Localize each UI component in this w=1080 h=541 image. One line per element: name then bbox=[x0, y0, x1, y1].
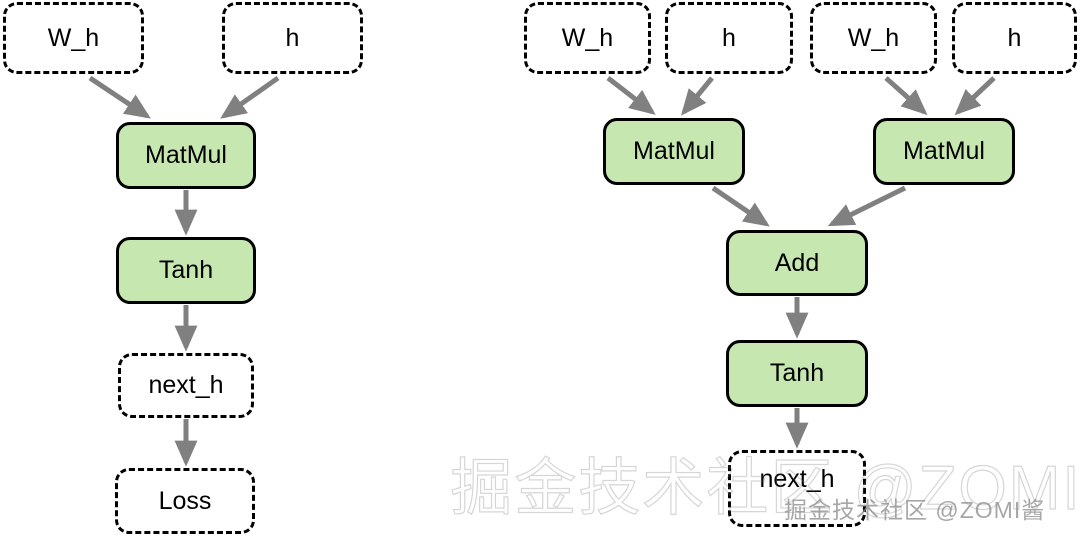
node-label: W_h bbox=[561, 23, 614, 52]
node-tanh-right[interactable]: Tanh bbox=[726, 340, 868, 407]
node-label: MatMul bbox=[903, 137, 985, 165]
node-next-h-right[interactable]: next_h bbox=[728, 450, 866, 527]
node-w-h-right-2[interactable]: W_h bbox=[810, 2, 937, 74]
edge-wh1-to-matmul1 bbox=[606, 76, 656, 115]
node-loss-left[interactable]: Loss bbox=[115, 468, 255, 534]
node-label: Tanh bbox=[158, 256, 214, 284]
left-graph-edges bbox=[88, 75, 280, 467]
node-label: W_h bbox=[847, 23, 900, 52]
node-label: next_h bbox=[759, 465, 835, 493]
node-h-right-2[interactable]: h bbox=[952, 2, 1077, 74]
node-matmul-right-1[interactable]: MatMul bbox=[603, 118, 745, 185]
node-label: Tanh bbox=[769, 359, 825, 387]
node-label: h bbox=[722, 23, 736, 52]
node-matmul-left[interactable]: MatMul bbox=[116, 122, 256, 189]
node-label: next_h bbox=[148, 371, 224, 399]
edge-matmul1-to-add bbox=[711, 185, 770, 227]
node-h-left[interactable]: h bbox=[222, 2, 363, 74]
edge-h-to-matmul bbox=[220, 75, 280, 119]
node-next-h-left[interactable]: next_h bbox=[118, 353, 254, 418]
node-label: MatMul bbox=[145, 141, 227, 169]
node-label: MatMul bbox=[633, 137, 715, 165]
edge-h2-to-matmul2 bbox=[954, 76, 996, 116]
right-graph-edges bbox=[606, 76, 996, 449]
node-add-right[interactable]: Add bbox=[726, 230, 868, 296]
node-label: Add bbox=[774, 248, 820, 277]
node-label: h bbox=[285, 23, 300, 52]
node-w-h-left[interactable]: W_h bbox=[3, 2, 144, 74]
edge-wh-to-matmul bbox=[88, 75, 151, 119]
node-label: Loss bbox=[158, 486, 212, 515]
edge-h1-to-matmul1 bbox=[681, 76, 714, 116]
node-w-h-right-1[interactable]: W_h bbox=[524, 2, 651, 74]
edge-matmul2-to-add bbox=[827, 185, 907, 227]
node-matmul-right-2[interactable]: MatMul bbox=[873, 118, 1015, 185]
node-h-right-1[interactable]: h bbox=[665, 2, 793, 74]
node-label: W_h bbox=[47, 23, 100, 52]
node-tanh-left[interactable]: Tanh bbox=[116, 237, 256, 304]
node-label: h bbox=[1007, 23, 1022, 52]
edge-wh2-to-matmul2 bbox=[884, 76, 928, 116]
